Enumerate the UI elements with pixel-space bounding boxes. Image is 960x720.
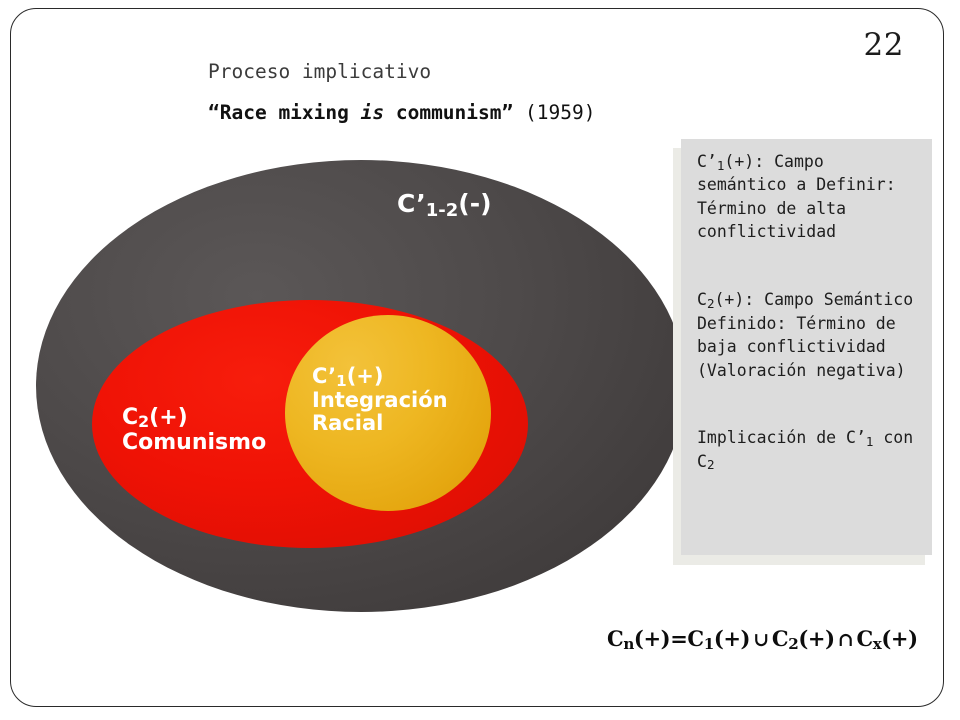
legend-p3-sub-1: 1	[865, 433, 874, 449]
formula-c2: C	[771, 626, 789, 651]
legend-paragraph-1: C’1(+): Campo semántico a Definir: Térmi…	[697, 150, 922, 244]
yellow-label-main: C’	[312, 364, 337, 388]
yellow-label-line1: C’1(+)	[312, 364, 448, 391]
yellow-label-tail: (+)	[346, 364, 384, 388]
set-formula: Cn(+)=C1(+)∪C2(+)∩Cx(+)	[607, 626, 918, 654]
legend-p3-before: Implicación de C’	[697, 428, 866, 448]
formula-sub-2: 2	[788, 635, 799, 654]
legend-paragraph-2: C2(+): Campo Semántico Definido: Término…	[697, 288, 922, 382]
yellow-label-line3: Racial	[312, 411, 384, 436]
quote-year: (1959)	[513, 101, 596, 124]
red-label-sub: 2	[138, 412, 150, 432]
formula-part-4: (+)	[881, 626, 918, 651]
legend-paragraph-3: Implicación de C’1 con C2	[697, 426, 922, 473]
red-ellipse-label: C2(+) Comunismo	[122, 405, 267, 455]
intersection-icon: ∩	[837, 628, 854, 651]
formula-cn: C	[607, 626, 624, 651]
yellow-ellipse-shape	[285, 315, 491, 511]
formula-cx: C	[856, 626, 873, 651]
legend-p1-text: (+): Campo semántico a Definir: Término …	[697, 152, 896, 242]
outer-ellipse-label: C’1-2(-)	[397, 189, 492, 221]
legend-p1-prefix: C’	[697, 152, 717, 171]
quote-italic-word: is	[360, 101, 385, 124]
formula-sub-n: n	[623, 635, 634, 654]
yellow-ellipse-label: C’1(+) Integración Racial	[312, 364, 448, 436]
outer-label-tail: (-)	[458, 189, 492, 218]
formula-sub-x: x	[872, 635, 882, 654]
subtitle-quote: “Race mixing is communism” (1959)	[208, 101, 595, 124]
legend-p2-prefix: C	[697, 290, 707, 310]
red-label-line2: Comunismo	[122, 429, 267, 455]
legend-p1-sub: 1	[716, 157, 725, 173]
red-label-line1: C2(+)	[122, 405, 266, 432]
outer-label-main: C’	[397, 189, 426, 218]
union-icon: ∪	[753, 628, 769, 651]
legend-p3-middle: con C	[697, 428, 914, 471]
quote-part-2: communism”	[384, 101, 514, 124]
legend-p2-sub: 2	[706, 295, 715, 311]
outer-label-sub: 1-2	[425, 199, 459, 221]
formula-part-1: (+)=C	[633, 626, 704, 651]
formula-part-3: (+)	[798, 626, 835, 651]
page-title: Proceso implicativo	[208, 60, 432, 83]
legend-textbox: C’1(+): Campo semántico a Definir: Térmi…	[681, 139, 932, 555]
legend-p2-text: (+): Campo Semántico Definido: Término d…	[697, 290, 914, 380]
formula-part-2: (+)	[713, 626, 751, 651]
quote-part-1: “Race mixing	[208, 101, 361, 124]
yellow-label-line2: Integración	[312, 387, 448, 412]
red-label-main: C	[122, 405, 139, 430]
yellow-label-sub: 1	[336, 372, 347, 391]
red-label-tail: (+)	[149, 405, 188, 430]
formula-sub-1: 1	[703, 635, 715, 654]
legend-p3-sub-2: 2	[706, 457, 715, 473]
page-number: 22	[863, 27, 904, 63]
